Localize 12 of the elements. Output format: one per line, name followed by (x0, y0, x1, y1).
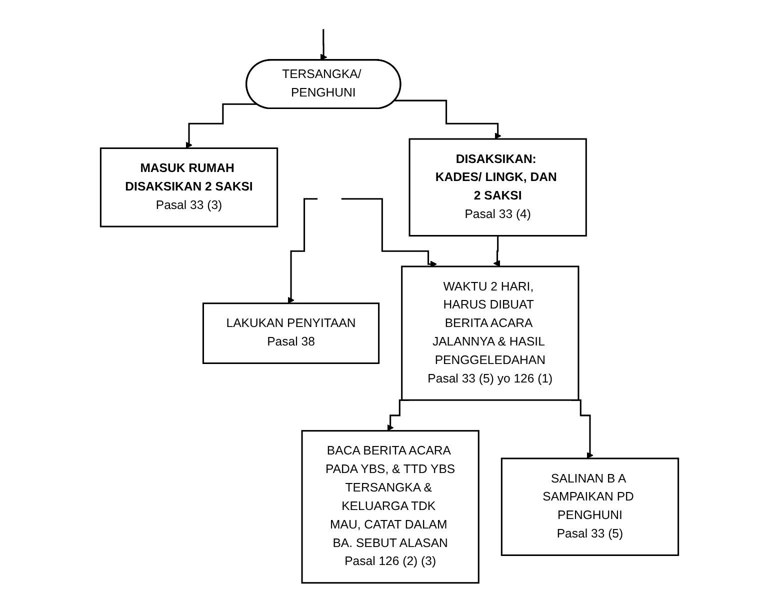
node-box: SALINAN B A SAMPAIKAN PD PENGHUNI Pasal 33 (5) (500, 458, 680, 556)
node-box: LAKUKAN PENYITAAN Pasal 38 (202, 302, 380, 364)
arrow (341, 198, 437, 268)
arrow (320, 28, 328, 61)
arrow (493, 234, 500, 267)
arrow (394, 100, 502, 140)
arrow (186, 103, 257, 149)
node-box: MASUK RUMAH DISAKSIKAN 2 SAKSI Pasal 33 (3) (100, 147, 278, 228)
node-box: WAKTU 2 HARI, HARUS DIBUAT BERITA ACARA JALANNYA & HASIL PENGGELEDAHAN Pasal 33 (5) yo 126 (1) (401, 266, 580, 401)
node-box: DISAKSIKAN: KADES/ LINGK, DAN 2 SAKSI Pasal 33 (4) (408, 138, 587, 237)
arrow (288, 198, 318, 304)
node-box: BACA BERITA ACARA PADA YBS, & TTD YBS TERSANGKA & KELUARGA TDK MAU, CATAT DALAM BA. SEBUT ALASAN Pasal 126 (2) (3) (301, 430, 480, 584)
